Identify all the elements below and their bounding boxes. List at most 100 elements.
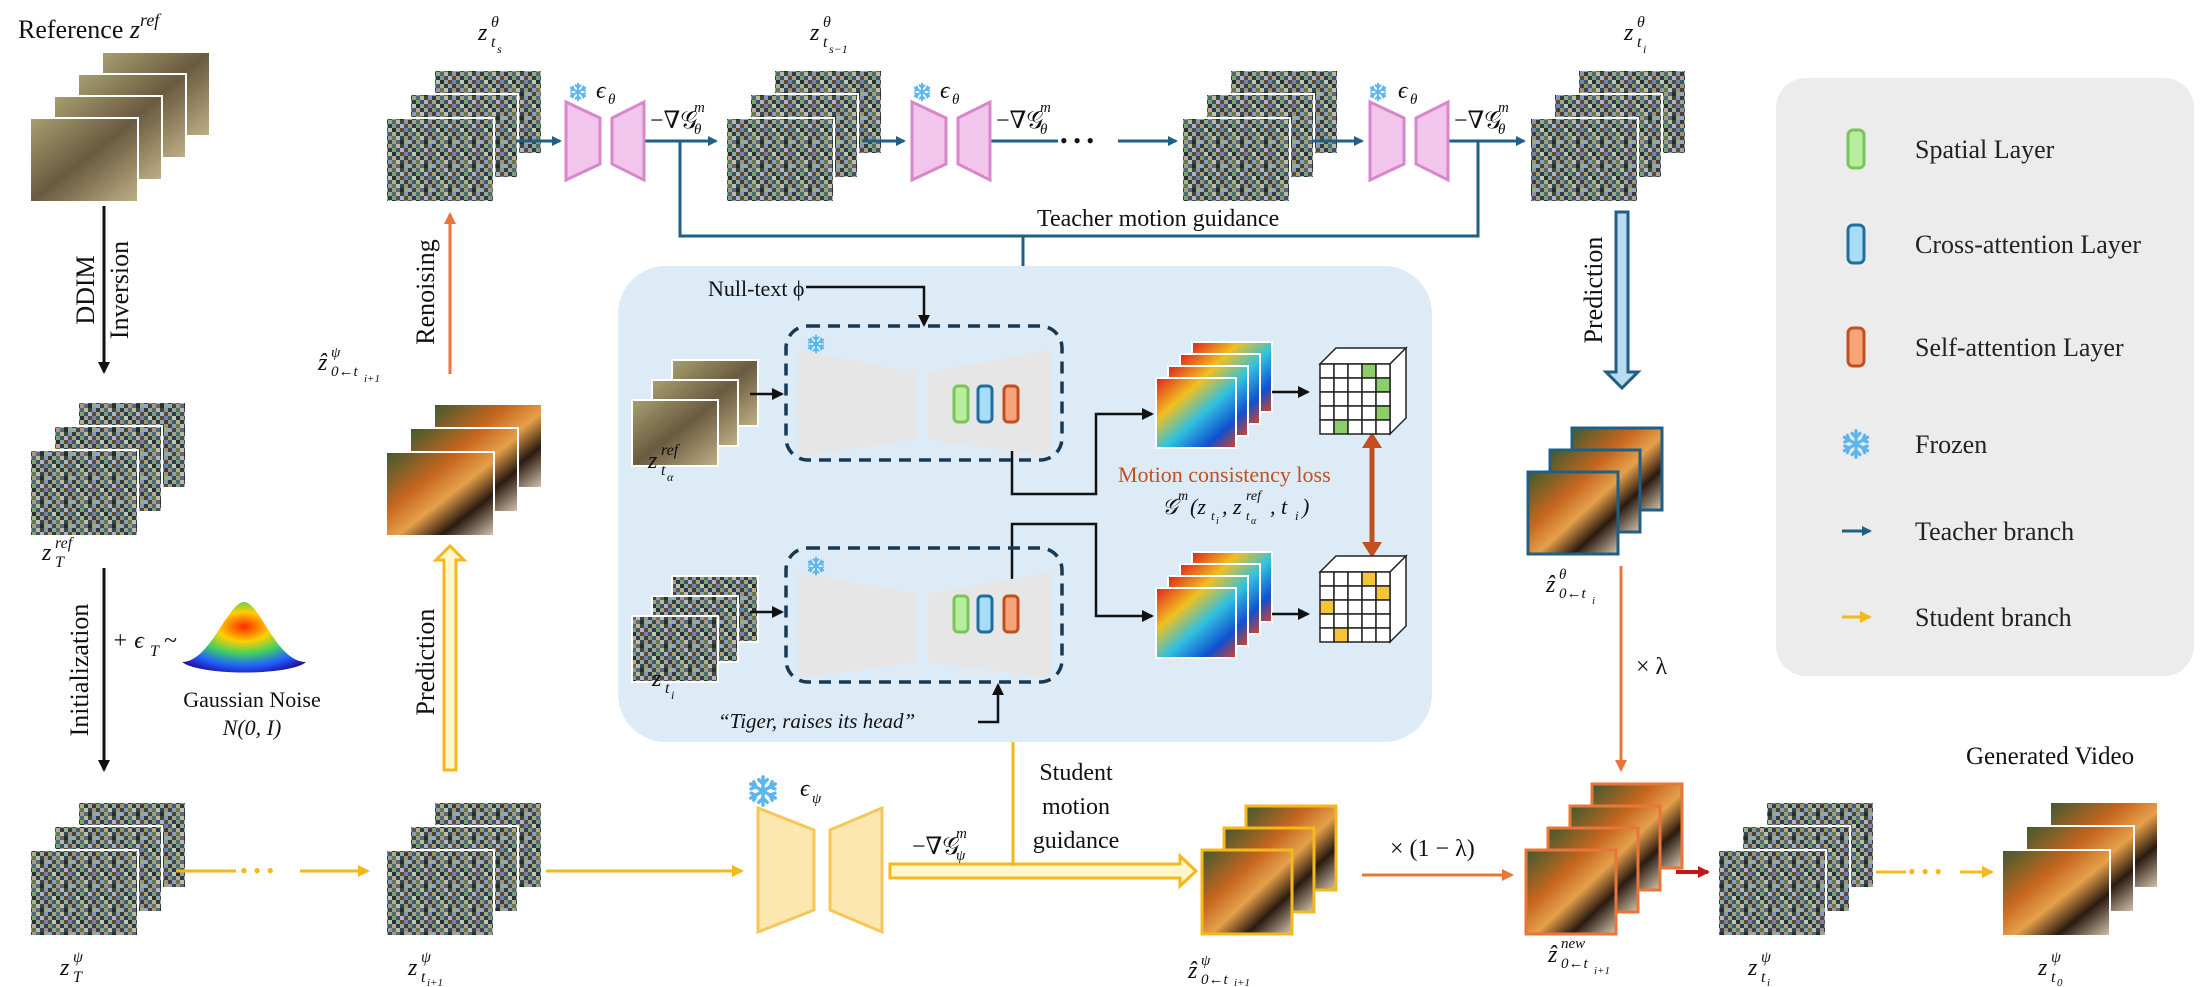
grid-cell (1361, 377, 1377, 393)
svg-text:i+1: i+1 (427, 977, 443, 987)
student-unet (748, 775, 884, 935)
svg-text:θ: θ (1040, 122, 1048, 138)
svg-text:0: 0 (2057, 977, 2063, 987)
z0-hat-ti-tiger (1526, 426, 1664, 556)
grid-cell (1319, 405, 1335, 421)
svg-text:T: T (55, 554, 65, 571)
svg-text:, z: , z (1222, 494, 1242, 519)
grid-cell (1319, 571, 1335, 587)
legend-panel: Spatial Layer Cross-attention Layer Self… (1776, 78, 2194, 676)
self-attention-layer-icon (1002, 594, 1020, 634)
grid-cell (1347, 613, 1363, 629)
svg-text:m: m (1040, 100, 1051, 116)
svg-text:i+1: i+1 (364, 373, 380, 385)
snowflake-icon (748, 775, 778, 807)
grid-cell (1333, 377, 1349, 393)
svg-text:): ) (1300, 494, 1309, 519)
prediction-label-teacher: Prediction (1579, 237, 1608, 344)
legend-label: Self-attention Layer (1915, 333, 2124, 362)
svg-text:t: t (1637, 34, 1642, 51)
grid-cell (1333, 599, 1349, 615)
grid-cell (1375, 363, 1391, 379)
grid-cell (1347, 599, 1363, 615)
legend-label: Frozen (1915, 430, 1987, 459)
z0-new-tiger (1524, 782, 1684, 936)
svg-text:i: i (1295, 508, 1299, 523)
grid-cell (1347, 571, 1363, 587)
legend-label: Spatial Layer (1915, 135, 2055, 164)
svg-text:m: m (956, 826, 967, 842)
svg-text:ψ: ψ (1201, 953, 1211, 969)
svg-text:ψ: ψ (1761, 949, 1772, 966)
svg-text:T: T (150, 643, 160, 660)
renoising-label: Renoising (411, 239, 440, 344)
grid-cell (1375, 571, 1391, 587)
svg-text:+ ϵ: + ϵ (112, 628, 145, 654)
text-prompt: “Tiger, raises its head” (718, 709, 915, 733)
svg-text:ϵ: ϵ (940, 78, 951, 104)
z0-hat-ti-label: ẑ 0←t i θ (1545, 567, 1595, 607)
svg-text:θ: θ (608, 92, 616, 108)
svg-text:ψ: ψ (331, 345, 341, 361)
attention-map-arrow (1010, 408, 1154, 496)
teacher-motion-guidance-label: Teacher motion guidance (1037, 206, 1279, 232)
legend-item-student: Student branch (1842, 603, 2072, 632)
frame (385, 849, 495, 937)
svg-text:m: m (1498, 100, 1509, 116)
grid-cell (1347, 405, 1363, 421)
initialization-label: Initialization (65, 604, 94, 737)
z-T-psi-noise (29, 801, 187, 937)
svg-text:m: m (1178, 489, 1188, 504)
svg-text:i: i (1216, 516, 1219, 527)
svg-text:t: t (823, 34, 828, 51)
grid-cell (1361, 405, 1377, 421)
svg-text:ϵ: ϵ (596, 78, 607, 104)
z-ti-psi-noise (1717, 801, 1875, 937)
svg-text:ref: ref (1246, 489, 1263, 504)
svg-text:0←t: 0←t (1559, 586, 1587, 602)
svg-text:s−1: s−1 (829, 42, 848, 56)
svg-text:θ: θ (1410, 92, 1418, 108)
svg-text:z: z (647, 448, 658, 474)
grid-cell (1361, 627, 1377, 643)
attention-maps-ref (1155, 341, 1273, 449)
z-T-psi-label: z T ψ (59, 949, 84, 986)
grid-cell (1333, 391, 1349, 407)
svg-text:t: t (1211, 508, 1215, 523)
grid-cell (1361, 363, 1377, 379)
weight-one-minus-lambda: × (1 − λ) (1390, 836, 1475, 862)
grid-cell (1375, 419, 1391, 435)
cross-attention-layer-icon (976, 384, 994, 424)
svg-text:m: m (694, 100, 705, 116)
frame (1717, 849, 1827, 937)
self-attention-layer-icon (1846, 326, 1866, 368)
teacher-unet-1 (564, 82, 646, 183)
grid-cell (1361, 585, 1377, 601)
grid-cell (1347, 585, 1363, 601)
svg-text:Student: Student (1039, 760, 1113, 786)
z-ti-theta-noise (1529, 69, 1687, 203)
svg-text:z: z (59, 955, 70, 981)
spatial-layer-icon (952, 384, 970, 424)
frame (1181, 117, 1291, 203)
z-ta-ref-label: z t α ref (647, 442, 681, 484)
grad-theta-label: −∇𝒢 m θ −∇𝒢 m θ −∇𝒢 m θ (650, 100, 1509, 138)
z0-hat-ti1-label: ẑ 0←t i+1 ψ (317, 345, 380, 385)
z-ti-psi-label: z t i ψ (1747, 949, 1772, 987)
motion-loss-label: Motion consistency loss (1118, 462, 1331, 487)
svg-text:t: t (1246, 508, 1250, 523)
self-attention-layer-icon (1002, 384, 1020, 424)
snowflake-icon (913, 82, 931, 102)
svg-text:z: z (2037, 955, 2048, 981)
svg-text:ψ: ψ (73, 949, 84, 966)
svg-text:(z: (z (1190, 494, 1206, 519)
svg-text:ẑ: ẑ (1547, 942, 1558, 968)
z-ts-theta-label: z t s θ (477, 14, 502, 56)
svg-text:z: z (477, 20, 488, 46)
svg-text:i: i (671, 688, 674, 702)
grid-cell (1319, 419, 1335, 435)
grid-cell (1347, 627, 1363, 643)
svg-text:𝒢: 𝒢 (1162, 494, 1181, 519)
ddim-label: DDIM (71, 255, 100, 324)
